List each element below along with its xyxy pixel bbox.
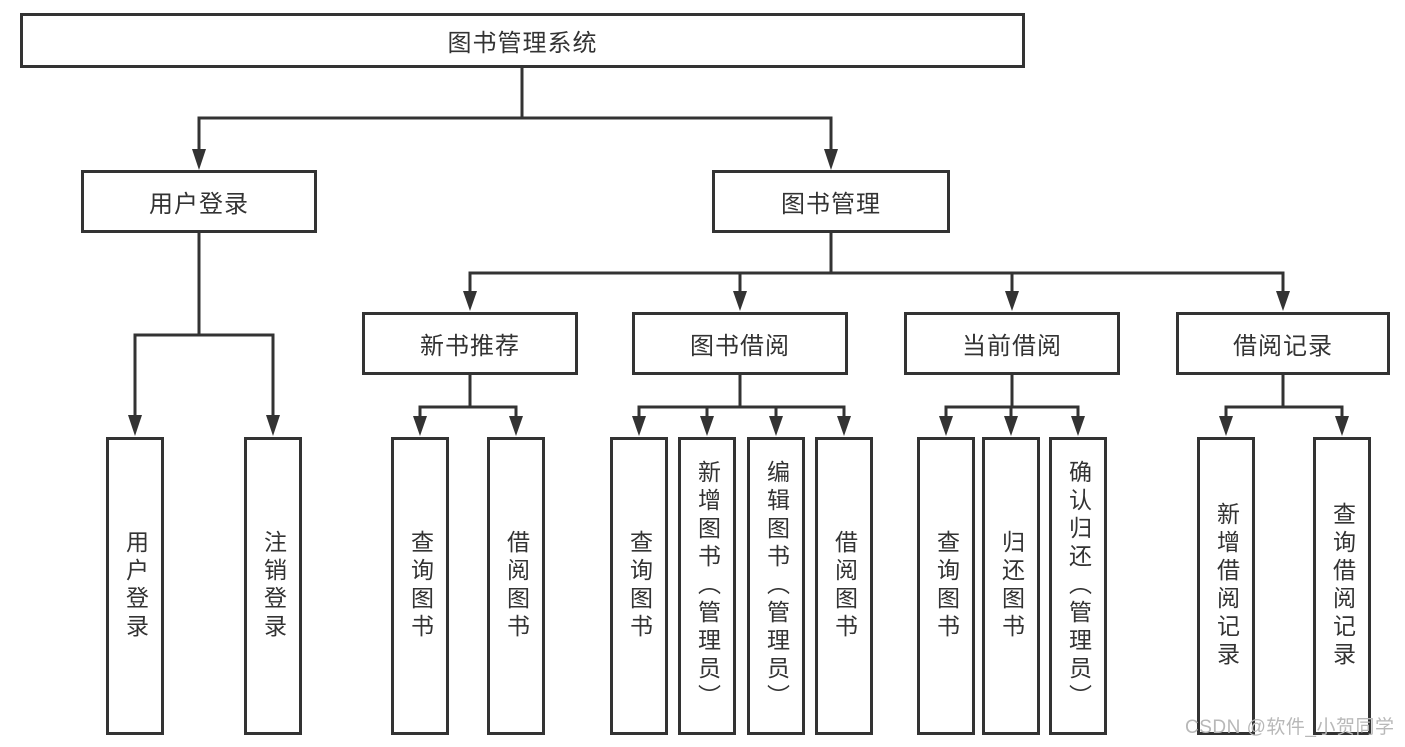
leaf-br-query-record: 查询借阅记录 [1313,437,1371,735]
node-root-label: 图书管理系统 [447,30,598,57]
node-book-borrow-label: 图书借阅 [690,333,790,360]
leaf-bb-add-book-label: 新增图书（管理员） [694,460,721,712]
leaf-bb-borrow-book-label: 借阅图书 [831,530,858,642]
csdn-watermark: CSDN @软件_小贺同学 [1185,717,1395,738]
node-user-login: 用户登录 [81,170,317,233]
connector-root-to-level2 [192,68,838,170]
leaf-nbr-borrow-book-label: 借阅图书 [503,530,530,642]
node-book-mgmt-label: 图书管理 [781,191,881,218]
node-root: 图书管理系统 [20,13,1025,68]
leaf-nbr-query-book: 查询图书 [391,437,449,735]
connector-borrow-records-to-leaves [1219,375,1349,436]
leaf-nbr-borrow-book: 借阅图书 [487,437,545,735]
node-new-book-rec-label: 新书推荐 [420,333,520,360]
connector-book-mgmt-to-level3 [463,233,1290,311]
node-new-book-rec: 新书推荐 [362,312,578,375]
connector-user-login-to-leaves [128,233,280,436]
leaf-user-login-label: 用户登录 [122,530,149,642]
node-current-borrow-label: 当前借阅 [962,333,1062,360]
leaf-logout: 注销登录 [244,437,302,735]
leaf-cb-return-book: 归还图书 [982,437,1040,735]
node-user-login-label: 用户登录 [149,191,249,218]
leaf-bb-edit-book: 编辑图书（管理员） [747,437,805,735]
node-current-borrow: 当前借阅 [904,312,1120,375]
leaf-bb-query-book-label: 查询图书 [626,530,653,642]
leaf-cb-return-book-label: 归还图书 [998,530,1025,642]
connector-book-borrow-to-leaves [632,375,851,436]
node-book-borrow: 图书借阅 [632,312,848,375]
leaf-br-query-record-label: 查询借阅记录 [1329,502,1356,670]
leaf-bb-edit-book-label: 编辑图书（管理员） [763,460,790,712]
leaf-nbr-query-book-label: 查询图书 [407,530,434,642]
leaf-cb-confirm-return-label: 确认归还（管理员） [1065,460,1092,712]
leaf-bb-add-book: 新增图书（管理员） [678,437,736,735]
leaf-bb-query-book: 查询图书 [610,437,668,735]
leaf-user-login: 用户登录 [106,437,164,735]
leaf-cb-query-book-label: 查询图书 [933,530,960,642]
leaf-cb-confirm-return: 确认归还（管理员） [1049,437,1107,735]
node-borrow-records: 借阅记录 [1176,312,1390,375]
leaf-bb-borrow-book: 借阅图书 [815,437,873,735]
connector-current-borrow-to-leaves [939,375,1085,436]
leaf-br-add-record-label: 新增借阅记录 [1213,502,1240,670]
leaf-br-add-record: 新增借阅记录 [1197,437,1255,735]
connector-new-book-rec-to-leaves [413,375,523,436]
leaf-logout-label: 注销登录 [260,530,287,642]
node-book-mgmt: 图书管理 [712,170,950,233]
leaf-cb-query-book: 查询图书 [917,437,975,735]
node-borrow-records-label: 借阅记录 [1233,333,1333,360]
